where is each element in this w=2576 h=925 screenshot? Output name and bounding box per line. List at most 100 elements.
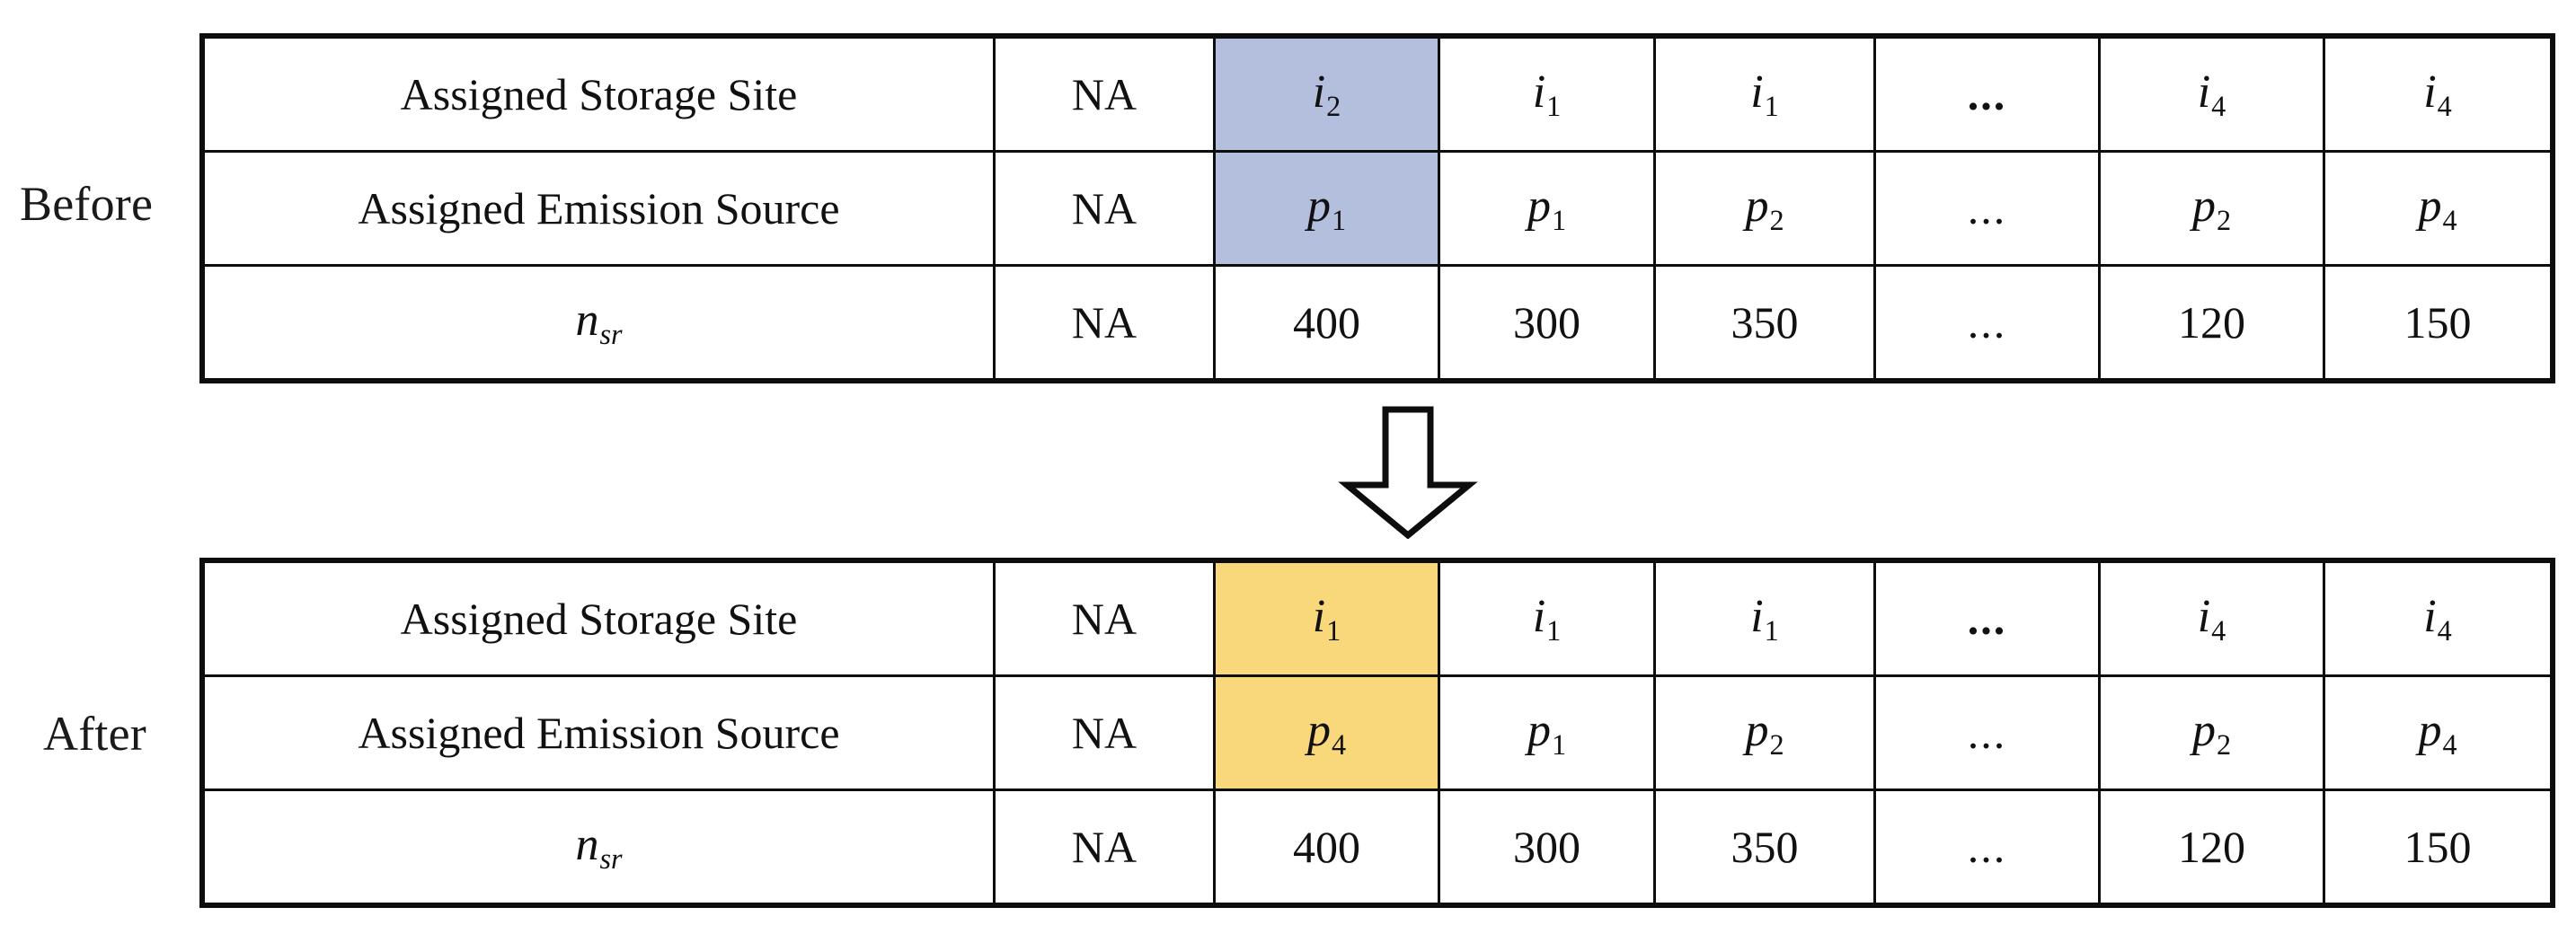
table-cell: i1 — [1653, 36, 1876, 153]
math-symbol: i1 — [1750, 591, 1779, 647]
math-symbol: i1 — [1532, 591, 1562, 647]
row-header-label: Assigned Storage Site — [400, 594, 798, 644]
ellipsis-text: ... — [1967, 594, 2007, 644]
table-cell: NA — [993, 560, 1216, 677]
row-header-cell: nsr — [202, 788, 996, 905]
table-cell: 150 — [2323, 788, 2553, 905]
math-symbol: p2 — [2191, 181, 2232, 236]
math-symbol: p4 — [2418, 705, 2457, 761]
table-cell: i4 — [2098, 560, 2325, 677]
table-cell: NA — [993, 150, 1216, 267]
table-cell: p2 — [1653, 150, 1876, 267]
math-symbol: i4 — [2197, 591, 2226, 647]
table-cell: p1 — [1213, 150, 1440, 267]
math-symbol: i4 — [2423, 591, 2452, 647]
table-cell: 120 — [2098, 788, 2325, 905]
numeric-value: 300 — [1513, 297, 1580, 348]
table-cell: i1 — [1438, 560, 1656, 677]
table-cell: NA — [993, 788, 1216, 905]
ellipsis-text: ... — [1967, 708, 2007, 758]
before-label: Before — [20, 177, 154, 231]
numeric-value: 400 — [1293, 297, 1360, 348]
ellipsis-text: ... — [1967, 297, 2007, 348]
row-header-symbol: nsr — [575, 819, 623, 875]
table-cell: i2 — [1213, 36, 1440, 153]
math-symbol: p4 — [2418, 181, 2457, 236]
table-cell: 350 — [1653, 264, 1876, 381]
numeric-value: 350 — [1731, 822, 1799, 872]
numeric-value: 120 — [2178, 822, 2245, 872]
table-cell: i4 — [2323, 36, 2553, 153]
table-cell: 350 — [1653, 788, 1876, 905]
table-row: Assigned Storage Site NA i1 i1 i1... i4 i4 — [202, 560, 2553, 677]
row-header-symbol: nsr — [575, 295, 623, 350]
table-cell: i1 — [1213, 560, 1440, 677]
math-symbol: p2 — [2191, 705, 2232, 761]
table-cell: 120 — [2098, 264, 2325, 381]
row-header-cell: Assigned Emission Source — [202, 674, 996, 791]
static-text: NA — [1071, 69, 1138, 119]
math-symbol: i1 — [1750, 66, 1779, 122]
table-cell: p2 — [1653, 674, 1876, 791]
ellipsis-text: ... — [1967, 183, 2007, 233]
numeric-value: 150 — [2403, 297, 2472, 348]
table-cell: p2 — [2098, 674, 2325, 791]
numeric-value: 400 — [1293, 822, 1360, 872]
row-header-cell: Assigned Storage Site — [202, 36, 996, 153]
numeric-value: 300 — [1513, 822, 1580, 872]
table-row: Assigned Emission Source NA p1 p1 p2... p2 p4 — [202, 150, 2553, 267]
math-symbol: p1 — [1306, 181, 1347, 236]
table-cell: i4 — [2098, 36, 2325, 153]
table-cell: p1 — [1438, 150, 1656, 267]
table-cell: 300 — [1438, 788, 1656, 905]
row-header-cell: Assigned Emission Source — [202, 150, 996, 267]
row-header-label: Assigned Storage Site — [400, 69, 798, 119]
table-cell: ... — [1873, 560, 2101, 677]
math-symbol: i4 — [2197, 66, 2226, 122]
math-symbol: p4 — [1306, 705, 1347, 761]
math-symbol: i2 — [1312, 66, 1341, 122]
table-cell: ... — [1873, 36, 2101, 153]
table-cell: NA — [993, 264, 1216, 381]
after-label: After — [43, 707, 146, 761]
numeric-value: 150 — [2403, 822, 2472, 872]
table-cell: NA — [993, 674, 1216, 791]
math-symbol: p2 — [1745, 705, 1784, 761]
numeric-value: 120 — [2178, 297, 2245, 348]
table-cell: i1 — [1438, 36, 1656, 153]
ellipsis-text: ... — [1967, 69, 2007, 119]
math-symbol: p2 — [1745, 181, 1784, 236]
math-symbol: p1 — [1527, 181, 1567, 236]
table-cell: ... — [1873, 788, 2101, 905]
static-text: NA — [1071, 708, 1138, 758]
ellipsis-text: ... — [1967, 822, 2007, 872]
numeric-value: 350 — [1731, 297, 1799, 348]
math-symbol: p1 — [1527, 705, 1567, 761]
down-block-arrow-icon — [1336, 406, 1480, 539]
table-cell: p1 — [1438, 674, 1656, 791]
table-cell: ... — [1873, 674, 2101, 791]
table-cell: p2 — [2098, 150, 2325, 267]
table-cell: p4 — [2323, 674, 2553, 791]
table-row: nsr NA 400 300 350... 120 150 — [202, 264, 2553, 381]
static-text: NA — [1071, 183, 1138, 233]
table-cell: 400 — [1213, 788, 1440, 905]
table-cell: ... — [1873, 150, 2101, 267]
table-cell: p4 — [1213, 674, 1440, 791]
row-header-cell: nsr — [202, 264, 996, 381]
table-row: Assigned Emission Source NA p4 p1 p2... p2 p4 — [202, 674, 2553, 791]
static-text: NA — [1071, 297, 1138, 348]
table-cell: 400 — [1213, 264, 1440, 381]
row-header-label: Assigned Emission Source — [358, 183, 840, 233]
table-row: Assigned Storage Site NA i2 i1 i1... i4 i4 — [202, 36, 2553, 153]
table-cell: i4 — [2323, 560, 2553, 677]
math-symbol: i1 — [1532, 66, 1562, 122]
math-symbol: i1 — [1312, 591, 1341, 647]
